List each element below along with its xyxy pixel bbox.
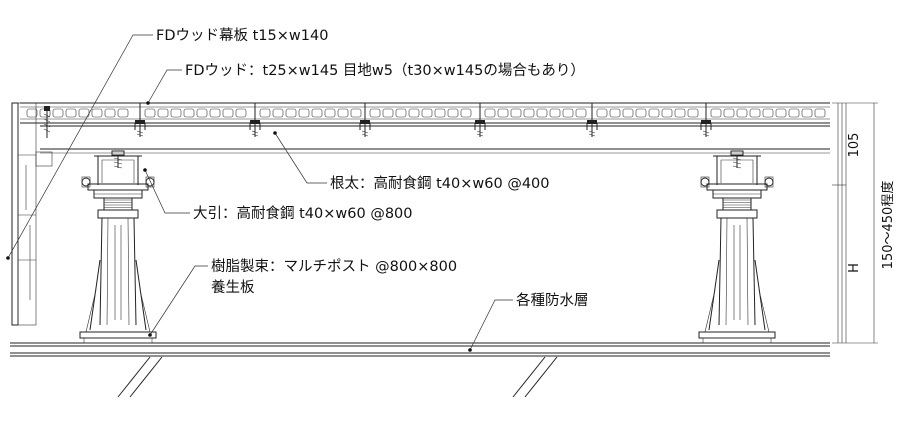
- resin-post-right: [698, 150, 776, 344]
- dimension-lines: [832, 102, 878, 344]
- fascia-board: [11, 102, 53, 326]
- break-mark-right: [512, 356, 558, 398]
- label-waterproof: 各種防水層: [516, 292, 589, 309]
- leader-lines: [7, 34, 513, 351]
- resin-post-left: [79, 150, 157, 344]
- label-fascia: FDウッド幕板 t15×w140: [156, 26, 328, 44]
- slab: [10, 342, 830, 398]
- dim-deck-joist: 105: [847, 133, 862, 158]
- joist: [40, 125, 830, 154]
- dim-total-height: 150～450程度: [880, 181, 896, 270]
- deck-boards: [20, 102, 830, 137]
- fascia-screw: [43, 106, 51, 138]
- label-post: 樹脂製束：マルチポスト @800×800: [211, 258, 457, 275]
- break-mark-left: [117, 356, 163, 398]
- label-deck: FDウッド：t25×w145 目地w5（t30×w145の場合もあり）: [185, 62, 585, 79]
- dim-post-height: H: [847, 263, 862, 273]
- label-pad: 養生板: [211, 278, 255, 296]
- label-joist: 根太：高耐食鋼 t40×w60 @400: [330, 175, 550, 192]
- label-beam: 大引：高耐食鋼 t40×w60 @800: [193, 205, 413, 222]
